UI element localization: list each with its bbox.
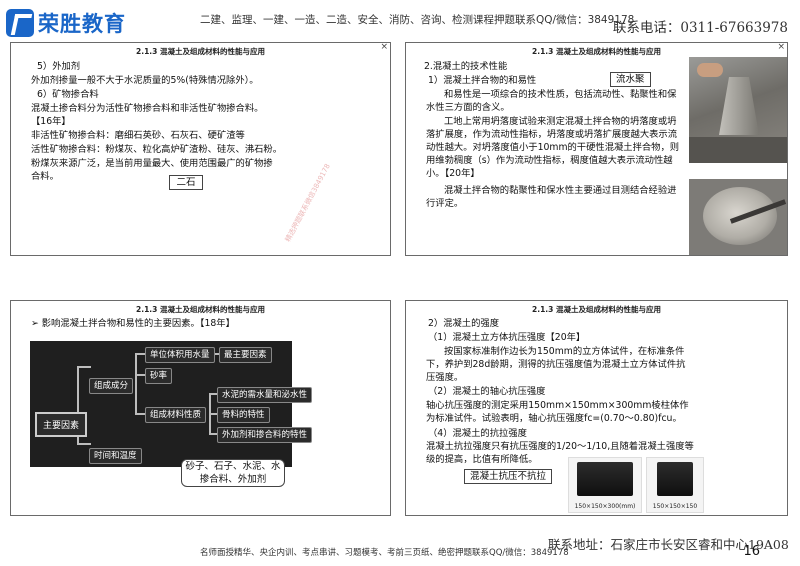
slide-strength: 2.1.3 混凝土及组成材料的性能与应用 2）混凝土的强度 （1）混凝土立方体抗… — [405, 300, 788, 516]
slump-flow-photo — [689, 179, 787, 255]
slide-workability-factors: 2.1.3 混凝土及组成材料的性能与应用 ➢ 影响混凝土拌合物和易性的主要因素。… — [10, 300, 391, 516]
text-line: 活性矿物掺合料：粉煤灰、粒化高炉矿渣粉、硅灰、沸石粉。 — [31, 144, 283, 155]
photo-detail — [697, 63, 723, 77]
mindmap-root: 主要因素 — [35, 412, 88, 437]
text-line: （2）混凝土的轴心抗压强度 — [428, 386, 546, 397]
mold-caption: 150×150×300(mm) — [574, 503, 636, 510]
callout-line: 砂子、石子、水泥、水 — [185, 461, 281, 472]
mindmap-connector — [135, 413, 145, 415]
text-line: （1）混凝土立方体抗压强度【20年】 — [428, 332, 586, 343]
prism-mold-image: 150×150×300(mm) — [568, 457, 642, 513]
paragraph: 混凝土拌合物的黏聚性和保水性主要通过目测结合经验进行评定。 — [426, 185, 677, 209]
slump-test-photo — [689, 57, 787, 163]
header-courses-line: 二建、监理、一建、一造、二造、安全、消防、咨询、检测课程押题联系QQ/微信：38… — [200, 14, 635, 26]
mindmap-connector — [209, 393, 217, 395]
slide-title: 2.1.3 混凝土及组成材料的性能与应用 — [532, 305, 661, 314]
mindmap-connector — [77, 366, 91, 368]
slide-title: 2.1.3 混凝土及组成材料的性能与应用 — [136, 305, 265, 314]
mindmap-node: 水泥的需水量和泌水性 — [217, 387, 313, 403]
mindmap-node: 骨料的特性 — [217, 407, 270, 423]
header-phone: 联系电话：0311-67663978 — [612, 20, 788, 36]
text-line: 粉煤灰来源广泛，是当前用量最大、使用范围最广的矿物掺 — [31, 158, 273, 169]
mindmap-connector — [209, 433, 217, 435]
cube-mold-image: 150×150×150 — [646, 457, 704, 513]
paragraph: 和易性是一项综合的技术性质，包括流动性、黏聚性和保水性三方面的含义。 — [426, 89, 677, 113]
mold-block — [657, 462, 693, 496]
close-icon: × — [380, 42, 388, 52]
text-line: （4）混凝土的抗拉强度 — [428, 428, 527, 439]
text-line: 1）混凝土拌合物的和易性 — [428, 75, 537, 86]
slide-admixtures: 2.1.3 混凝土及组成材料的性能与应用 × 5）外加剂 外加剂掺量一般不大于水… — [10, 42, 391, 256]
paragraph: 按国家标准制作边长为150mm的立方体试件，在标准条件下，养护到28d龄期，测得… — [426, 346, 686, 383]
photo-detail — [689, 137, 787, 163]
paragraph: 轴心抗压强度的测定采用150mm×150mm×300mm棱柱体作为标准试件。试验… — [426, 400, 689, 424]
brand-name: 荣胜教育 — [38, 12, 126, 36]
text-line: ➢ 影响混凝土拌合物和易性的主要因素。【18年】 — [31, 318, 235, 329]
note-tag: 二石 — [169, 175, 203, 190]
mindmap-connector — [77, 443, 91, 445]
mindmap-node: 组成材料性质 — [145, 407, 207, 423]
mindmap-node: 单位体积用水量 — [145, 347, 215, 363]
brand-logo: 荣胜教育 — [6, 8, 126, 38]
mindmap-connector — [209, 413, 217, 415]
callout-box: 砂子、石子、水泥、水 掺合料、外加剂 — [181, 459, 285, 487]
mindmap-connector — [135, 374, 145, 376]
text-line: 合料。 — [31, 171, 59, 182]
text-line: 外加剂掺量一般不大于水泥质量的5%(特殊情况除外）。 — [31, 75, 259, 86]
text-line: 【16年】 — [31, 116, 71, 127]
paragraph: 混凝土抗拉强度只有抗压强度的1/20～1/10,且随着混凝土强度等级的提高，比值… — [426, 441, 694, 465]
callout-line: 掺合料、外加剂 — [199, 474, 267, 485]
watermark: 精选押题联系微信3849178 — [283, 162, 332, 244]
page-number: 16 — [743, 544, 760, 559]
mindmap-node: 最主要因素 — [219, 347, 272, 363]
mindmap-connector — [135, 353, 137, 415]
note-tag: 流水聚 — [610, 72, 651, 87]
text-line: 2.混凝土的技术性能 — [424, 61, 508, 72]
mold-block — [577, 462, 633, 496]
note-tag: 混凝土抗压不抗拉 — [464, 469, 553, 484]
footer-address: 联系地址：石家庄市长安区睿和中心19A08 — [548, 537, 789, 552]
text-line: 非活性矿物掺合料：磨细石英砂、石灰石、硬矿渣等 — [31, 130, 245, 141]
brand-logo-icon — [6, 9, 34, 37]
paragraph: 工地上常用坍落度试验来测定混凝土拌合物的坍落度或坍落扩展度，作为流动性指标，坍落… — [426, 116, 680, 179]
mindmap-connector — [77, 366, 79, 444]
mindmap-node: 外加剂和掺合料的特性 — [217, 427, 313, 443]
mindmap-connector — [135, 353, 145, 355]
text-line: 混凝土掺合料分为活性矿物掺合料和非活性矿物掺合料。 — [31, 103, 264, 114]
text-line: 2）混凝土的强度 — [428, 318, 499, 329]
text-line: 5）外加剂 — [37, 61, 81, 72]
mold-caption: 150×150×150 — [652, 503, 698, 510]
slide-workability: 2.1.3 混凝土及组成材料的性能与应用 × 2.混凝土的技术性能 1）混凝土拌… — [405, 42, 788, 256]
mindmap-node: 时间和温度 — [89, 448, 142, 464]
footer-promo: 名师面授精华、央企内训、考点串讲、习题模考、考前三页纸、绝密押题联系QQ/微信：… — [200, 548, 569, 558]
close-icon: × — [777, 42, 785, 52]
mindmap-node: 砂率 — [145, 368, 173, 384]
mindmap-node: 组成成分 — [89, 378, 134, 394]
text-line: 6）矿物掺合料 — [37, 89, 99, 100]
slide-title: 2.1.3 混凝土及组成材料的性能与应用 — [532, 47, 661, 56]
photo-detail — [719, 77, 759, 135]
slide-title: 2.1.3 混凝土及组成材料的性能与应用 — [136, 47, 265, 56]
